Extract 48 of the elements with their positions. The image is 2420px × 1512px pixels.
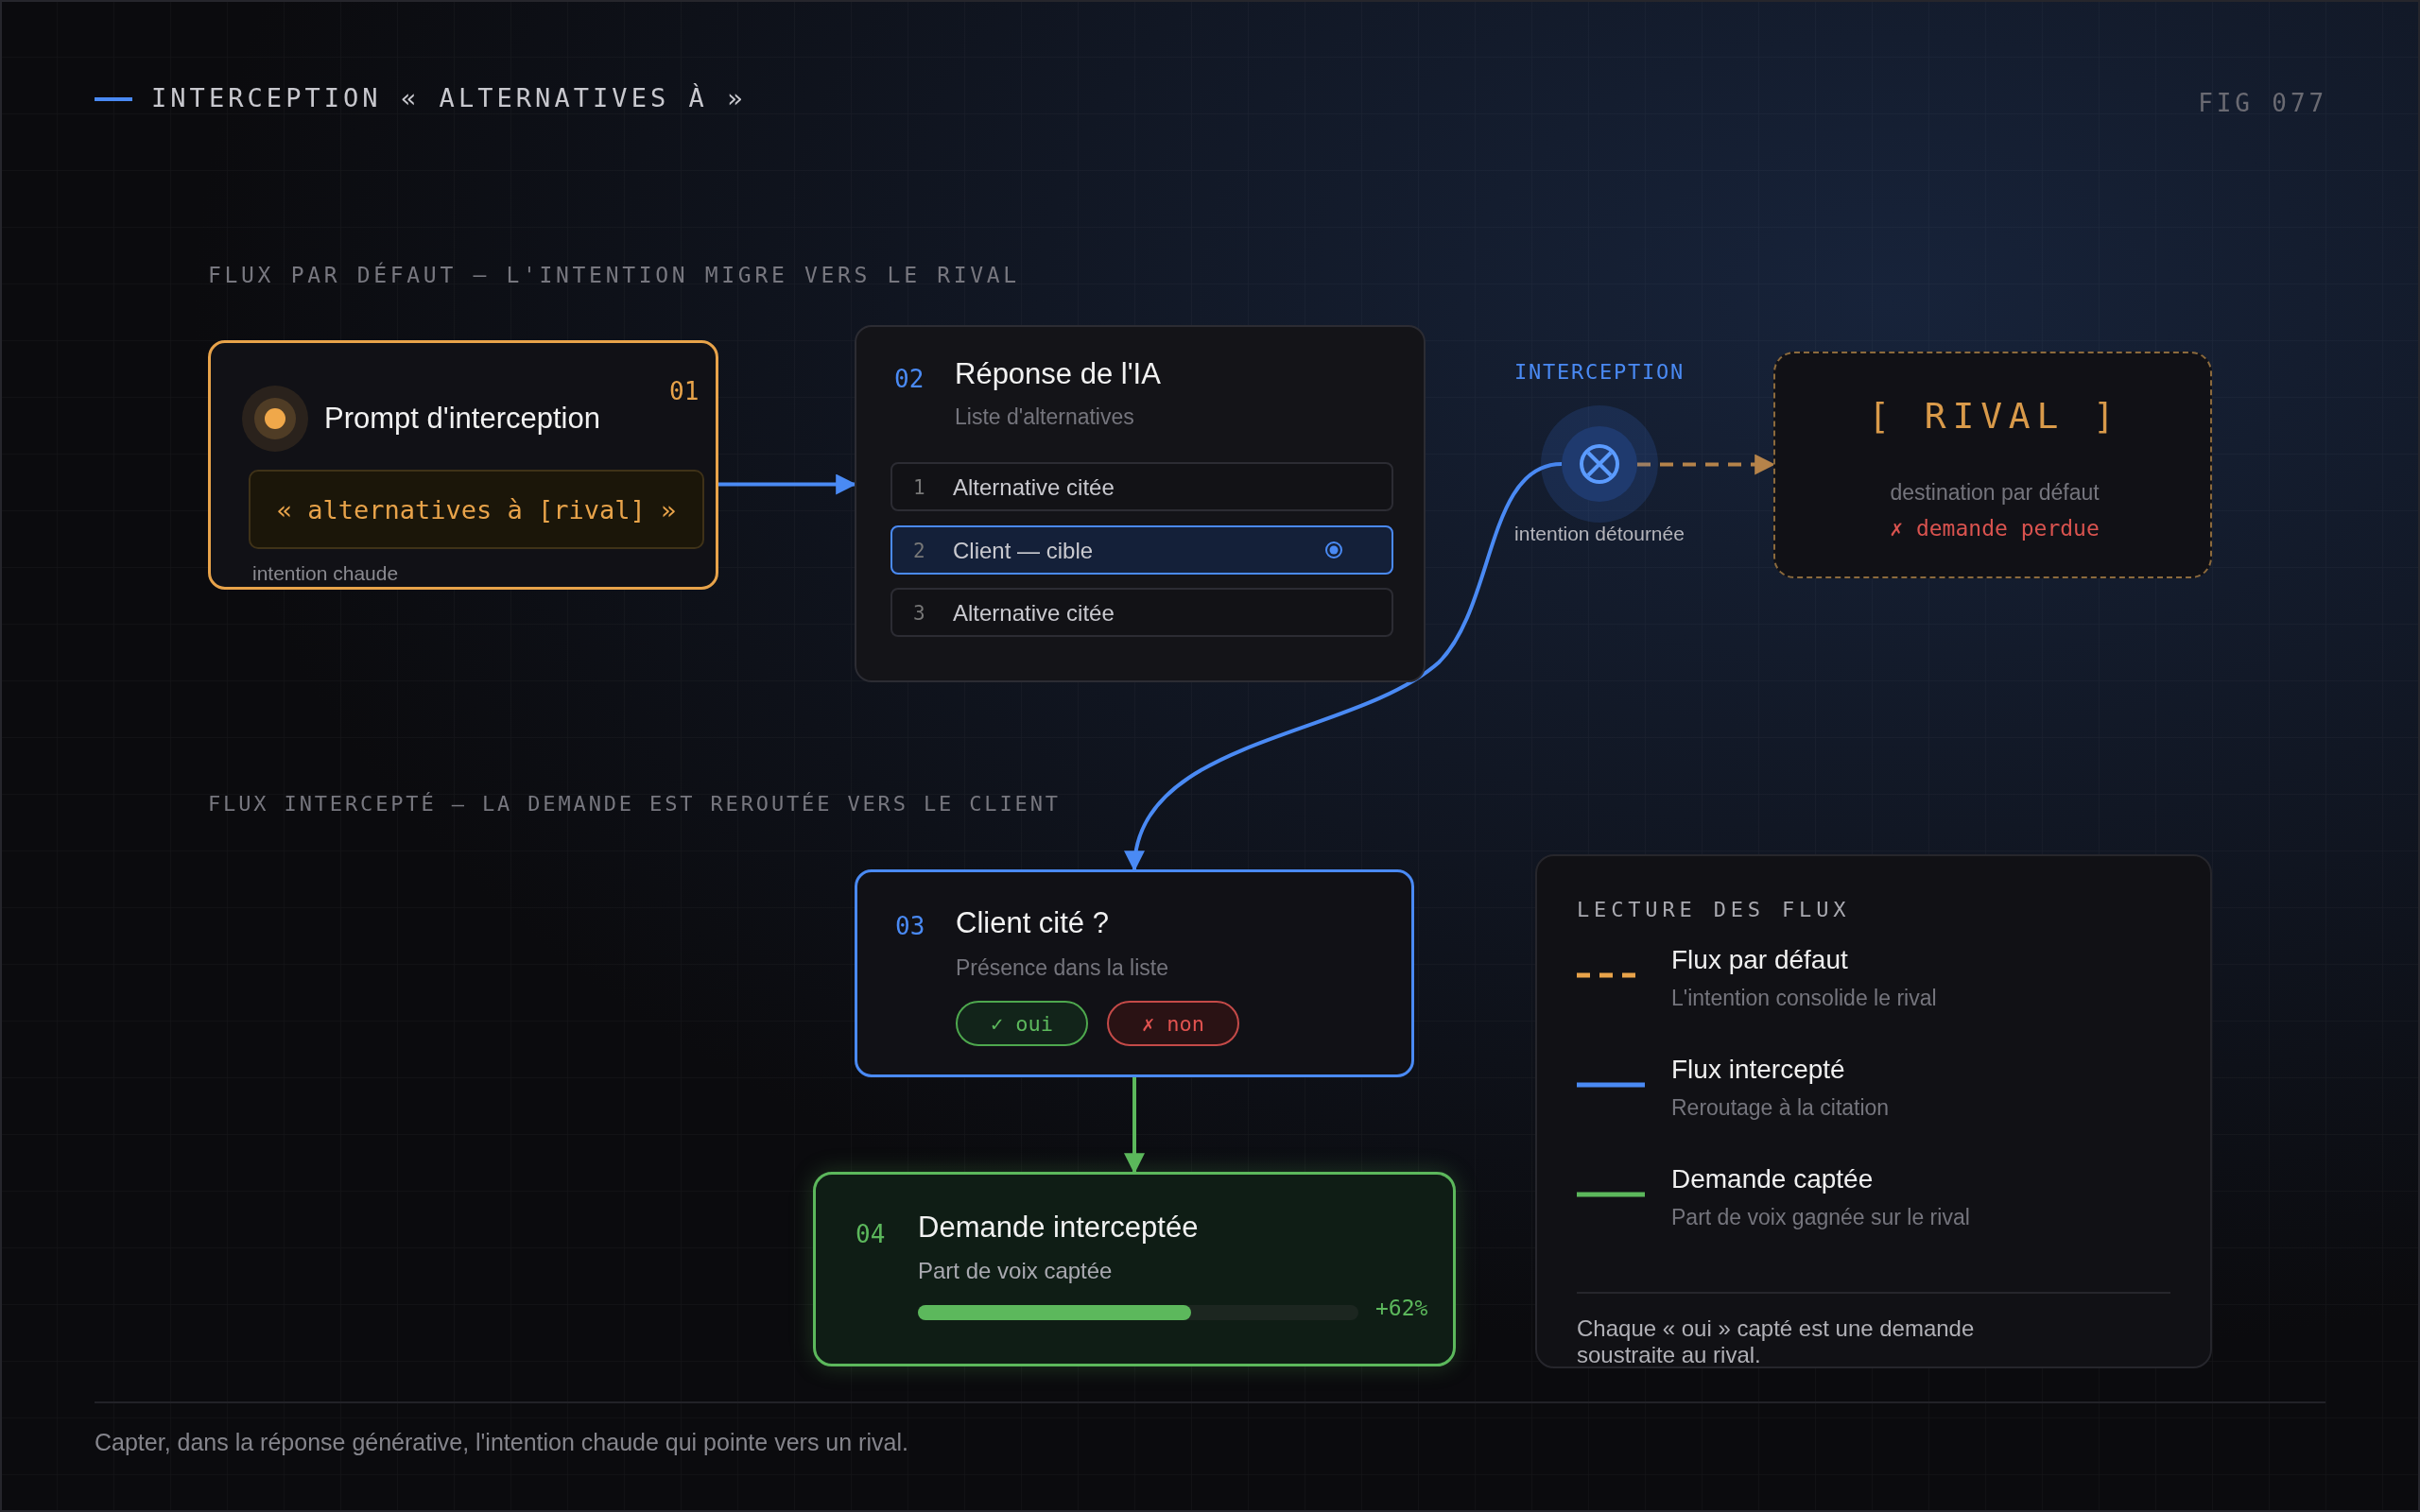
card-title: Demande interceptée: [918, 1211, 1199, 1245]
status-text: ✗ demande perdue: [1890, 516, 2100, 541]
no-pill: ✗ non: [1107, 1001, 1239, 1046]
node-caption: intention détournée: [1514, 523, 1685, 545]
row-label: Client — cible: [953, 538, 1094, 564]
prompt-card: [208, 340, 718, 590]
row-number: 1: [913, 476, 925, 499]
legend-note: Chaque « oui » capté est une demande soustraite au rival.: [1577, 1315, 1976, 1368]
legend-description: Reroutage à la citation: [1671, 1095, 1890, 1121]
percent-value: +62%: [1375, 1296, 1428, 1320]
card-subtitle: Présence dans la liste: [956, 955, 1168, 981]
legend-description: Part de voix gagnée sur le rival: [1671, 1205, 1970, 1230]
result-card: [813, 1172, 1456, 1366]
card-title: Client cité ?: [956, 906, 1109, 940]
step-number: 01: [669, 377, 700, 405]
step-number: 04: [856, 1220, 886, 1248]
caption: Capter, dans la réponse générative, l'intention chaude qui pointe vers un rival.: [95, 1429, 908, 1456]
response-card: [855, 325, 1426, 682]
row-number: 3: [913, 602, 925, 625]
list-row: [890, 588, 1393, 637]
row-label: Alternative citée: [953, 474, 1115, 501]
legend-title: LECTURE DES FLUX: [1577, 898, 1851, 921]
legend-label: Flux par défaut: [1671, 945, 1848, 975]
list-row: [890, 525, 1393, 575]
quote-box: « alternatives à [rival] »: [249, 470, 704, 549]
fig-number: FIG 077: [2198, 89, 2327, 117]
legend-description: L'intention consolide le rival: [1671, 986, 1937, 1011]
card-subtitle: Liste d'alternatives: [955, 404, 1134, 430]
row-label: Alternative citée: [953, 600, 1115, 627]
row-number: 2: [913, 540, 925, 562]
diagram-title: INTERCEPTION « ALTERNATIVES À »: [151, 83, 747, 112]
list-row: [890, 462, 1393, 511]
rival-box: [1773, 352, 2212, 578]
section-heading: FLUX PAR DÉFAUT — L'INTENTION MIGRE VERS LE RIVAL: [208, 263, 1020, 287]
step-number: 02: [894, 365, 925, 393]
decision-card: [855, 869, 1414, 1077]
card-note: intention chaude: [252, 562, 399, 585]
card-title: Réponse de l'IA: [955, 357, 1161, 391]
legend-label: Demande captée: [1671, 1164, 1874, 1194]
rival-title: [ RIVAL ]: [1868, 395, 2121, 437]
section-heading: FLUX INTERCEPTÉ — LA DEMANDE EST REROUTÉE VERS LE CLIENT: [208, 792, 1061, 816]
node-heading: INTERCEPTION: [1513, 360, 1685, 384]
card-subtitle: Part de voix captée: [918, 1258, 1113, 1284]
yes-pill: ✓ oui: [956, 1001, 1088, 1046]
step-number: 03: [895, 912, 925, 940]
card-subtitle: destination par défaut: [1890, 480, 2100, 506]
card-title: Prompt d'interception: [324, 402, 600, 436]
legend-label: Flux intercepté: [1671, 1055, 1845, 1085]
